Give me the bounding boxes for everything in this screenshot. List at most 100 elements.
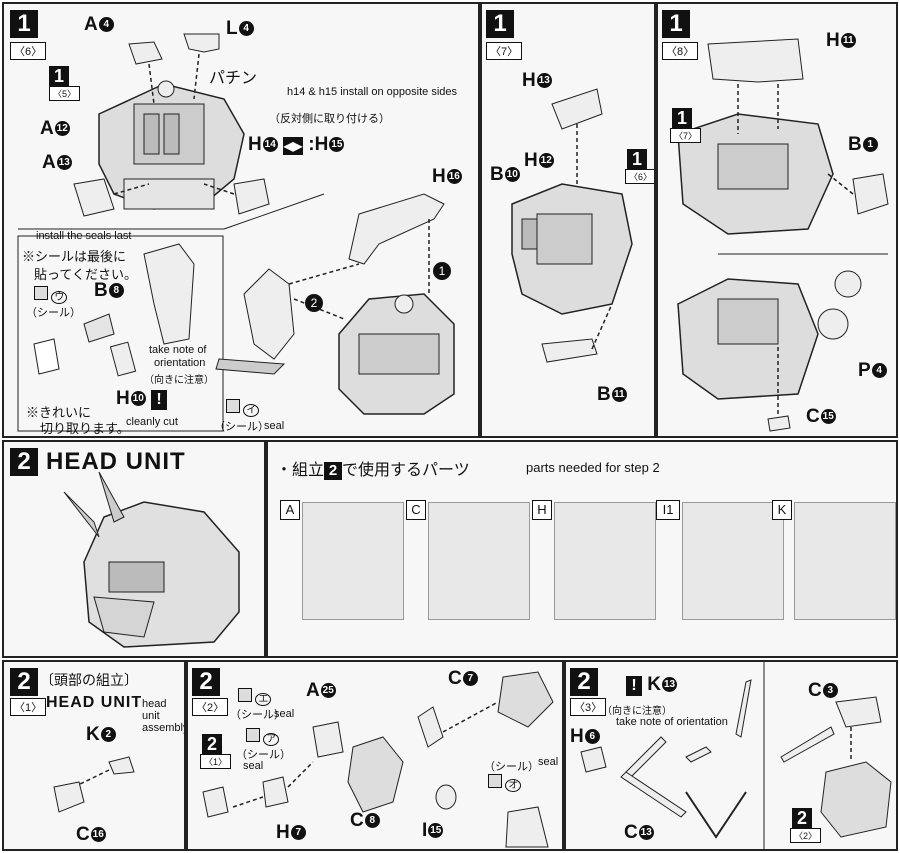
orientation-jp: （向きに注意） <box>602 706 672 717</box>
ref-step-1-7: 1 <box>672 108 692 128</box>
flip-icon: ◀▶ <box>283 137 304 155</box>
head-unit-subtitle: HEAD UNIT <box>46 694 143 711</box>
runner-a <box>302 502 404 620</box>
seal-icon <box>488 774 502 788</box>
runner-i1 <box>682 502 784 620</box>
seal-icon <box>246 728 260 742</box>
seal-i-mark: イ <box>226 399 260 417</box>
torso-rear-illustration <box>677 38 889 432</box>
caution-icon: ! <box>626 676 642 696</box>
seal-i-label: seal <box>264 420 285 432</box>
head-unit-header-panel: 2 HEAD UNIT <box>2 440 266 658</box>
seal-icon <box>34 286 48 300</box>
torso-side-illustration <box>511 88 633 363</box>
opposite-sides-jp: （反対側に取り付ける） <box>269 113 390 125</box>
step-2-1-panel: 2 〔頭部の組立〕 〈1〉 HEAD UNIT head unit assemb… <box>2 660 186 851</box>
head-assembly-illustration <box>202 671 554 848</box>
caution-icon: ! <box>151 390 168 410</box>
snap-sound-text: パチン <box>209 70 258 87</box>
step-number: 1 <box>662 10 690 38</box>
ref-step-2-2: 2 <box>792 808 812 828</box>
runner-h-label: H <box>532 500 552 520</box>
step-number: 2 <box>192 668 220 696</box>
step-number: 2 <box>10 668 38 696</box>
seal-i-letter: イ <box>243 404 260 417</box>
runner-k-label: K <box>772 500 792 520</box>
substep-label: 〈2〉 <box>192 698 229 716</box>
seals-last-note: install the seals last <box>36 230 132 242</box>
head-assembly-jp: 〔頭部の組立〕 <box>40 672 138 688</box>
substep-label: 〈8〉 <box>662 42 699 60</box>
step-number: 2 <box>570 668 598 696</box>
orientation-note: take note of orientation <box>616 716 728 728</box>
step-icon: 2 <box>324 462 343 480</box>
order-marker-2: 2 <box>304 294 323 312</box>
seal-u-jp: （シール） <box>26 307 81 319</box>
seal-e-letter: エ <box>255 693 272 706</box>
ref-substep-5: 〈5〉 <box>49 86 81 101</box>
seal-e-mark: エ <box>238 688 272 706</box>
runner-c-label: C <box>406 500 426 520</box>
ref-substep-2: 〈2〉 <box>790 828 822 843</box>
parts-needed-note: parts needed for step 2 <box>526 460 660 475</box>
seal-a-mark: ア <box>246 728 280 746</box>
opposite-sides-note: h14 & h15 install on opposite sides <box>287 86 458 98</box>
substep-label: 〈3〉 <box>570 698 607 716</box>
head-unit-illustration <box>63 471 240 648</box>
ref-substep-6: 〈6〉 <box>625 169 654 184</box>
seal-u-mark: ウ <box>34 286 68 304</box>
seal-a-label: seal <box>243 760 264 772</box>
ref-step-1-5: 1 <box>49 66 69 86</box>
head-part-illustration <box>53 756 135 813</box>
cleanly-cut-jp-1: ※きれいに <box>26 405 92 420</box>
runner-i1-label: I1 <box>656 500 680 520</box>
cleanly-cut-note: cleanly cut <box>126 416 178 428</box>
ref-step-1-6: 1 <box>627 149 647 169</box>
seal-e-jp: （シール） <box>230 709 285 721</box>
seal-icon <box>238 688 252 702</box>
seal-icon <box>226 399 240 413</box>
ref-substep-1: 〈1〉 <box>200 754 232 769</box>
runner-h <box>554 502 656 620</box>
head-antenna-illustration <box>580 662 892 849</box>
substep-label: 〈6〉 <box>10 42 47 60</box>
seal-i-jp: （シール） <box>214 421 269 433</box>
cleanly-cut-jp-2: 切り取ります。 <box>40 421 130 436</box>
seals-last-jp-2: 貼ってください。 <box>34 267 137 282</box>
orientation-jp: （向きに注意） <box>144 375 214 386</box>
seal-u-letter: ウ <box>51 291 68 304</box>
runner-k <box>794 502 896 620</box>
seal-o-mark: オ <box>488 774 522 792</box>
seal-a-letter: ア <box>263 733 280 746</box>
order-marker-1: 1 <box>432 262 451 280</box>
step-number: 2 <box>10 448 38 476</box>
seal-o-letter: オ <box>505 779 522 792</box>
runner-c <box>428 502 530 620</box>
seals-last-jp-1: ※シールは最後に <box>22 249 127 264</box>
